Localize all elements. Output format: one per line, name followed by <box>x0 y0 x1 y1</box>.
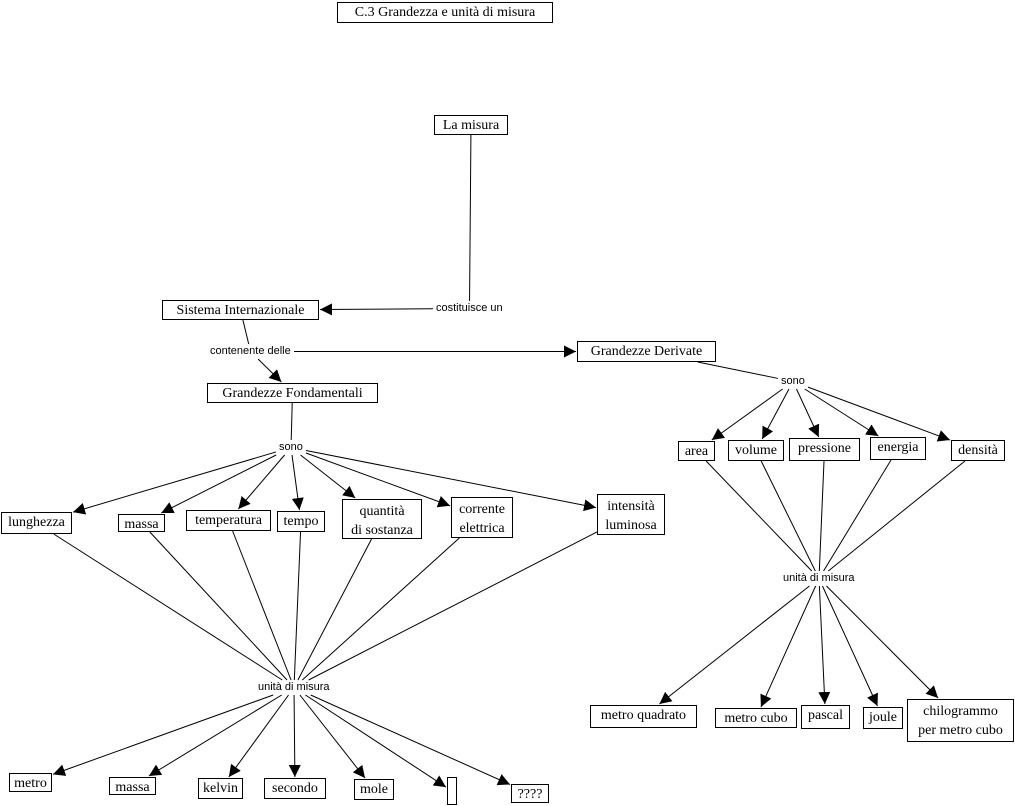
connector-energia-to-unita_der <box>823 459 892 572</box>
link-sono-fondamentali[interactable]: sono <box>277 441 305 454</box>
node-grandezze-fondamentali[interactable]: Grandezze Fondamentali <box>207 383 378 403</box>
arrow-unita_fond-to-massa_unit <box>148 694 282 777</box>
node-la-misura[interactable]: La misura <box>434 115 508 135</box>
node-tempo[interactable]: tempo <box>277 511 325 532</box>
node-metro[interactable]: metro <box>9 773 52 792</box>
link-contenente-delle[interactable]: contenente delle <box>208 345 293 358</box>
node-quantita-di-sostanza[interactable]: quantità di sostanza <box>342 499 422 539</box>
arrow-unita_fond-to-unknown_unit <box>310 694 511 786</box>
node-metro-quadrato[interactable]: metro quadrato <box>590 705 697 728</box>
map-title: C.3 Grandezza e unità di misura <box>337 2 553 23</box>
arrow-sono_der-to-densita <box>807 386 951 442</box>
arrow-unita_fond-to-empty_unit <box>305 694 447 788</box>
node-energia[interactable]: energia <box>870 437 926 460</box>
connector-densita-to-unita_der <box>828 460 966 572</box>
arrow-unita_der-to-metro_quadrato <box>659 585 810 705</box>
connector-massa-to-unita_fond <box>149 531 288 681</box>
node-massa[interactable]: massa <box>118 514 165 532</box>
link-costituisce-un[interactable]: costituisce un <box>434 302 505 315</box>
connector-corrente_elettrica-to-unita_fond <box>301 537 460 681</box>
node-grandezze-derivate[interactable]: Grandezze Derivate <box>577 341 716 362</box>
node-densita[interactable]: densità <box>951 440 1005 461</box>
connector-pressione-to-unita_der <box>818 460 825 572</box>
node-kelvin[interactable]: kelvin <box>198 778 243 799</box>
connector-grandezze_fondamentali-to-sono_fond <box>290 402 293 441</box>
arrow-sono_der-to-pressione <box>796 388 820 438</box>
arrow-unita_fond-to-secondo <box>288 694 301 778</box>
link-unita-di-misura-fondamentali[interactable]: unità di misura <box>256 681 332 694</box>
arrow-unita_fond-to-metro <box>52 694 274 776</box>
link-sono-derivate[interactable]: sono <box>779 375 807 388</box>
arrow-unita_der-to-chilogrammo_metro_cubo <box>826 585 939 699</box>
arrow-sono_der-to-volume <box>761 388 790 440</box>
node-pascal[interactable]: pascal <box>801 705 850 729</box>
arrow-contenente_delle-to-grandezze_fondamentali <box>257 358 282 383</box>
node-chilogrammo-per-metro-cubo[interactable]: chilogrammo per metro cubo <box>907 699 1014 742</box>
link-unita-di-misura-derivate[interactable]: unità di misura <box>781 572 857 585</box>
arrow-unita_fond-to-kelvin <box>228 694 289 778</box>
connector-area-to-unita_der <box>705 460 813 572</box>
arrow-unita_der-to-joule <box>821 585 878 707</box>
arrow-sono_fond-to-quantita_sostanza <box>300 454 356 499</box>
arrow-sono_fond-to-temperatura <box>237 454 285 510</box>
node-volume[interactable]: volume <box>728 440 784 461</box>
node-metro-cubo[interactable]: metro cubo <box>715 708 797 728</box>
arrow-sono_fond-to-tempo <box>291 454 304 511</box>
arrow-costituisce_un-to-sistema_internazionale <box>319 303 434 316</box>
connector-volume-to-unita_der <box>760 460 816 572</box>
arrow-sono_fond-to-corrente_elettrica <box>305 452 451 508</box>
node-joule[interactable]: joule <box>863 707 903 729</box>
node-corrente-elettrica[interactable]: corrente elettrica <box>451 497 513 538</box>
node-secondo[interactable]: secondo <box>264 778 326 799</box>
connector-quantita_sostanza-to-unita_fond <box>297 538 372 681</box>
node-sistema-internazionale[interactable]: Sistema Internazionale <box>162 300 319 320</box>
arrow-unita_der-to-metro_cubo <box>760 585 817 708</box>
node-mole[interactable]: mole <box>354 779 394 800</box>
arrow-sono_fond-to-massa <box>161 454 277 514</box>
arrow-sono_der-to-energia <box>804 388 879 437</box>
arrow-sono_fond-to-lunghezza <box>72 451 277 515</box>
node-intensita-luminosa[interactable]: intensità luminosa <box>597 494 665 535</box>
node-empty-unit[interactable] <box>447 777 457 805</box>
arrow-sono_fond-to-intensita_luminosa <box>305 449 597 512</box>
arrow-unita_fond-to-mole <box>299 694 366 779</box>
node-pressione[interactable]: pressione <box>789 438 860 461</box>
node-lunghezza[interactable]: lunghezza <box>1 512 72 534</box>
connector-temperatura-to-unita_fond <box>232 530 292 681</box>
connector-tempo-to-unita_fond <box>293 531 302 681</box>
connector-la_misura-to-costituisce_un <box>469 134 472 302</box>
node-area[interactable]: area <box>678 441 715 461</box>
connector-intensita_luminosa-to-unita_fond <box>308 531 598 681</box>
node-massa-unit[interactable]: massa <box>109 777 156 795</box>
connector-lunghezza-to-unita_fond <box>53 533 283 681</box>
node-temperatura[interactable]: temperatura <box>186 510 271 531</box>
arrow-sono_der-to-area <box>711 388 783 441</box>
node-unknown-unit[interactable]: ???? <box>511 784 549 803</box>
connector-sistema_internazionale-to-contenente_delle <box>242 319 250 345</box>
connector-grandezze_derivate-to-sono_der <box>697 361 779 379</box>
arrow-unita_der-to-pascal <box>818 585 831 705</box>
